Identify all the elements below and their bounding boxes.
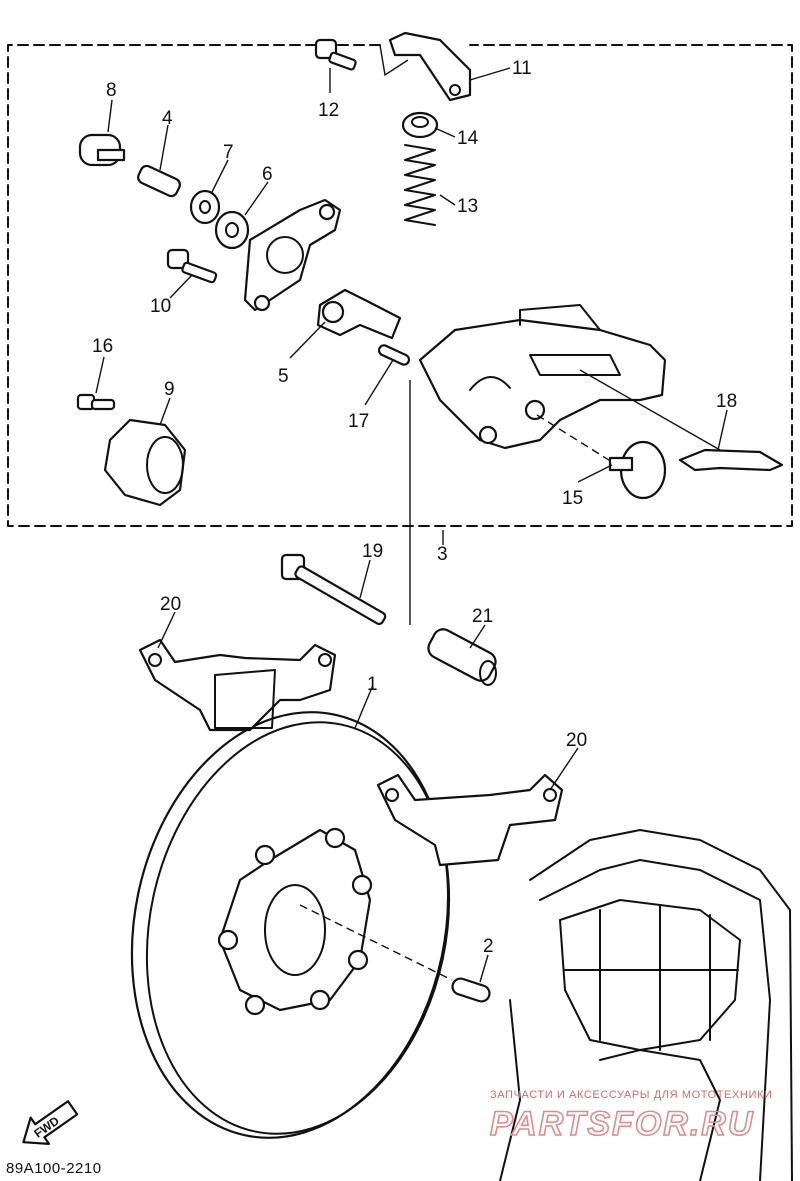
callout-1-label: 1 xyxy=(367,674,378,695)
callout-8-label: 8 xyxy=(106,80,117,101)
callout-15-label: 15 xyxy=(562,488,583,509)
callout-6-label: 6 xyxy=(262,164,273,185)
callout-4-label: 4 xyxy=(162,108,173,129)
callout-3-label: 3 xyxy=(437,544,448,565)
callout-18-label: 18 xyxy=(716,391,737,412)
fork-leg xyxy=(499,829,793,1181)
watermark: ЗАПЧАСТИ И АКСЕССУАРЫ ДЛЯ МОТОТЕХНИКИ PA… xyxy=(489,1089,772,1144)
bracket xyxy=(243,198,342,312)
pad-20-upper xyxy=(138,638,337,732)
callout-9-label: 9 xyxy=(164,379,175,400)
callout-20a-label: 20 xyxy=(160,594,181,615)
brake-disc xyxy=(130,711,451,1139)
bracket-11 xyxy=(388,31,472,102)
bolt-8 xyxy=(78,133,126,167)
pin-17 xyxy=(377,344,411,366)
adjuster-shaft xyxy=(316,288,402,340)
callout-2-label: 2 xyxy=(483,936,494,957)
callout-19-label: 19 xyxy=(362,541,383,562)
caliper-body xyxy=(418,304,667,450)
pin-15 xyxy=(536,414,667,500)
callout-21-label: 21 xyxy=(472,606,493,627)
clip-18 xyxy=(579,369,784,472)
callout-13-label: 13 xyxy=(457,196,478,217)
callout-11-label: 11 xyxy=(512,58,532,79)
watermark-tagline: ЗАПЧАСТИ И АКСЕССУАРЫ ДЛЯ МОТОТЕХНИКИ xyxy=(490,1089,772,1101)
callout-5-label: 5 xyxy=(278,366,289,387)
callout-14-label: 14 xyxy=(457,128,479,149)
washer-6 xyxy=(214,210,250,250)
bolt-16 xyxy=(76,393,116,411)
sleeve-21 xyxy=(427,628,497,686)
callout-16-label: 16 xyxy=(92,336,113,357)
cylinder-9 xyxy=(103,418,187,507)
bolt-19 xyxy=(280,553,387,626)
cap-14 xyxy=(401,111,439,139)
callout-17-label: 17 xyxy=(348,411,369,432)
watermark-logo: PARTSFOR.RU xyxy=(490,1105,754,1143)
screw-4 xyxy=(137,164,181,198)
callout-7-label: 7 xyxy=(223,142,234,163)
spring-13 xyxy=(404,144,436,226)
bolt-10 xyxy=(166,248,218,284)
callout-10-label: 10 xyxy=(150,296,171,317)
caliper-assembly-boundary xyxy=(7,44,793,527)
washer-7 xyxy=(189,189,221,225)
callout-20b-label: 20 xyxy=(566,730,587,751)
callout-12-label: 12 xyxy=(318,100,339,121)
leader-lines xyxy=(95,67,728,983)
fwd-arrow: FWD xyxy=(22,1100,79,1145)
disc-key-pin xyxy=(299,904,491,1003)
bolt-12 xyxy=(314,38,357,71)
diagram-code: 89A100-2210 xyxy=(6,1160,102,1177)
